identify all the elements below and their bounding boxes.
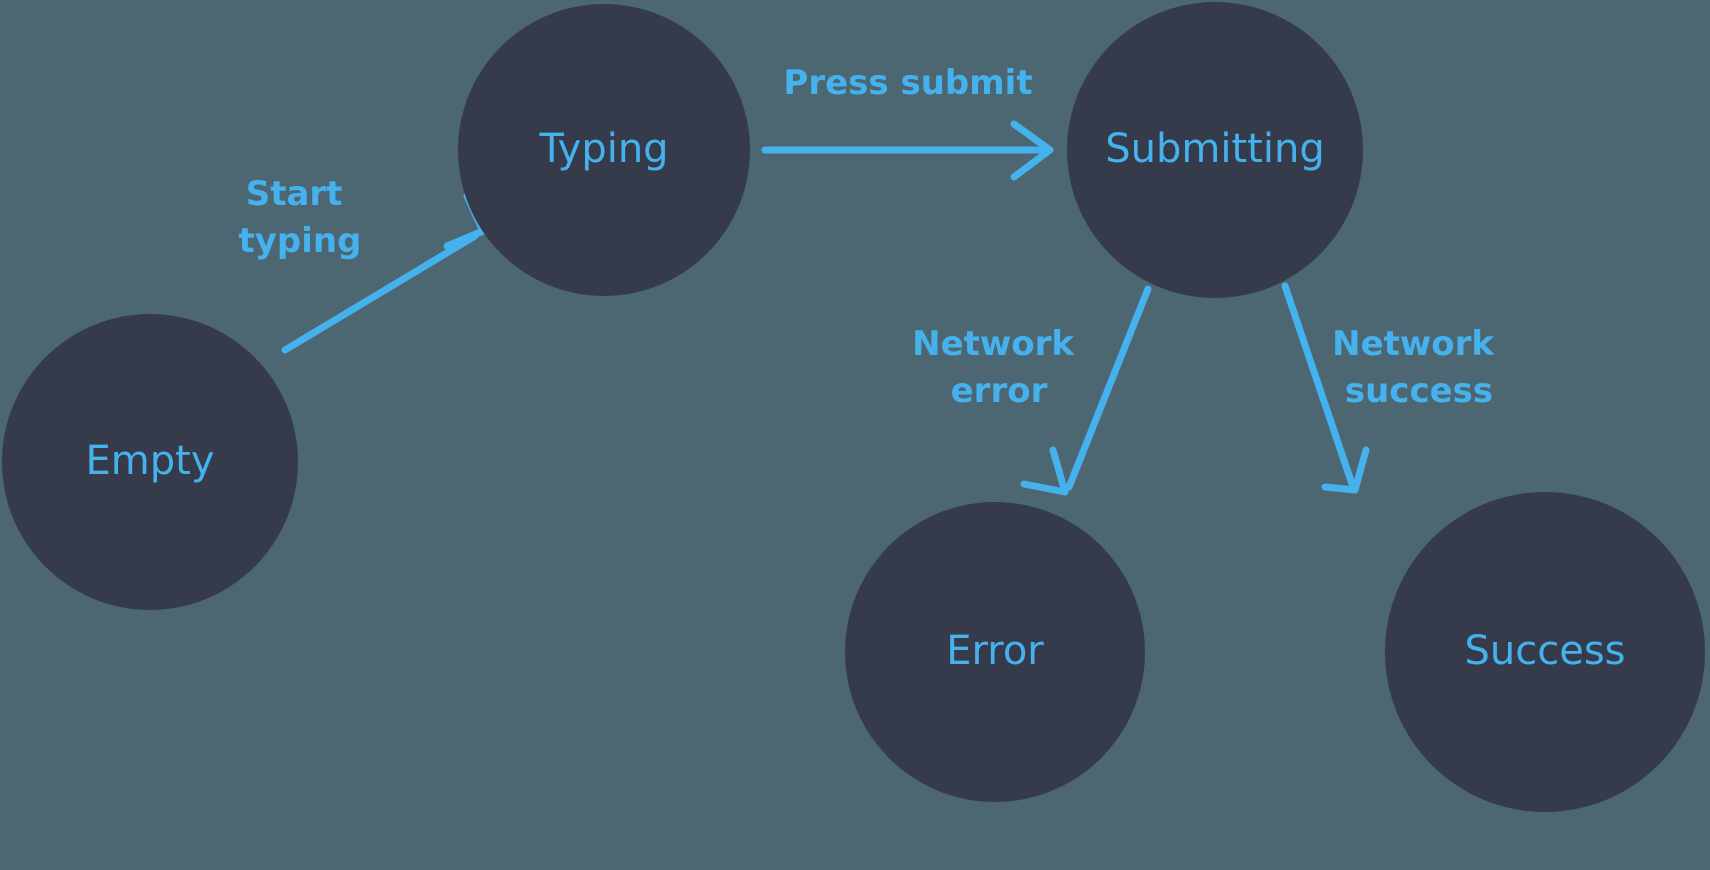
edge-empty-to-typing[interactable]: Start typing <box>239 174 487 354</box>
edge-typing-to-submitting-label: Press submit <box>783 63 1032 103</box>
edge-submitting-to-error-arrowhead <box>1020 446 1069 496</box>
edge-submitting-to-success-line <box>1281 282 1356 488</box>
state-node-error-label: Error <box>946 628 1044 674</box>
edge-label-line: Press submit <box>783 63 1032 103</box>
edge-label-line: success <box>1345 371 1493 411</box>
state-node-empty[interactable]: Empty <box>2 314 298 610</box>
edge-submitting-to-error[interactable]: Network error <box>912 285 1152 496</box>
state-node-submitting[interactable]: Submitting <box>1067 2 1363 298</box>
edge-label-line: error <box>951 371 1048 411</box>
edge-submitting-to-success[interactable]: Network success <box>1281 282 1506 494</box>
edge-submitting-to-success-arrowhead <box>1321 446 1370 494</box>
state-node-typing[interactable]: Typing <box>458 4 750 296</box>
edge-empty-to-typing-line <box>281 232 479 354</box>
state-node-error[interactable]: Error <box>845 502 1145 802</box>
state-node-submitting-label: Submitting <box>1105 126 1324 172</box>
state-node-success-label: Success <box>1464 628 1625 674</box>
edge-label-line: Start <box>246 174 343 214</box>
edge-label-line: Network <box>912 324 1075 364</box>
state-node-typing-circle <box>458 4 750 296</box>
state-node-typing-label: Typing <box>538 126 668 172</box>
state-node-success[interactable]: Success <box>1385 492 1705 812</box>
edge-label-line: typing <box>239 221 362 261</box>
state-node-empty-label: Empty <box>86 438 215 484</box>
state-node-error-circle <box>845 502 1145 802</box>
edge-submitting-to-error-line <box>1065 285 1152 491</box>
edge-submitting-to-success-label: Network success <box>1332 324 1506 411</box>
edge-typing-to-submitting[interactable]: Press submit <box>761 63 1054 181</box>
edge-label-line: Network <box>1332 324 1495 364</box>
edge-typing-to-submitting-arrowhead <box>1010 120 1054 181</box>
state-node-success-circle <box>1385 492 1705 812</box>
edge-empty-to-typing-label: Start typing <box>239 174 362 261</box>
state-node-empty-circle <box>2 314 298 610</box>
state-node-submitting-circle <box>1067 2 1363 298</box>
edge-submitting-to-error-label: Network error <box>912 324 1086 411</box>
